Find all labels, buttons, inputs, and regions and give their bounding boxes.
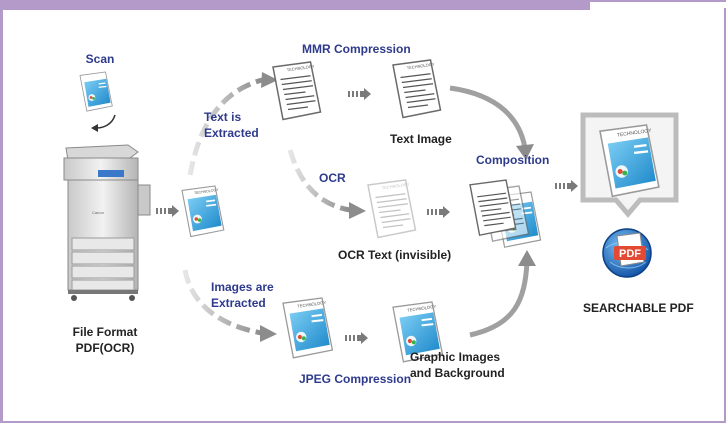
dotted-arrow-ocr [427,206,450,218]
technology-caption: TECHNOLOGY [406,61,435,70]
ocr-label: OCR [319,171,346,185]
dotted-arrow-mmr [348,88,371,100]
curve-to-ocr-head [349,202,366,219]
scan-down-arrow-head [91,124,98,132]
technology-caption: TECHNOLOGY [381,181,410,190]
text-extracted-label-2: Extracted [204,126,259,140]
searchable-pdf-label: SEARCHABLE PDF [583,301,694,315]
scanner-brand-text: Canon [92,210,104,215]
technology-caption: TECHNOLOGY [297,300,327,309]
text-image-document-icon: TECHNOLOGY [392,59,442,119]
technology-caption: TECHNOLOGY [286,63,315,72]
dotted-arrow-composition [555,180,578,192]
ocr-text-document-icon: TECHNOLOGY [367,179,417,239]
scan-document-icon [79,71,113,112]
curve-to-mmr [187,77,263,176]
graphic-image-document-icon: TECHNOLOGY [392,301,444,363]
bottom-frame-line [0,421,726,423]
searchable-pdf-frame: TECHNOLOGY [580,112,679,218]
dotted-arrow-scanner [156,205,179,217]
text-extracted-label-1: Text is [204,110,242,124]
curve-to-jpeg-head [260,325,277,342]
scanner-icon: Canon [63,144,151,301]
dotted-arrow-jpeg [345,332,368,344]
curve-text-to-composition-head [516,144,534,160]
jpeg-compression-label: JPEG Compression [299,372,412,386]
top-frame-line [590,0,726,2]
graphic-images-label-2: and Background [410,366,505,380]
curve-to-ocr [287,149,351,213]
technology-caption: TECHNOLOGY [407,304,437,313]
right-frame-line [724,8,726,423]
images-extracted-label-2: Extracted [211,296,266,310]
technology-caption: TECHNOLOGY [194,188,220,195]
top-frame-bar [0,0,590,10]
curve-to-mmr-head [261,72,278,88]
extracted-document-icon: TECHNOLOGY [181,185,225,238]
graphic-images-label-1: Graphic Images [410,350,501,364]
images-extracted-label-1: Images are [211,280,274,294]
curve-graphic-to-composition [469,261,530,338]
mmr-compression-label: MMR Compression [302,42,411,56]
text-image-label: Text Image [390,132,452,146]
pdf-badge-text: PDF [619,248,641,260]
curve-graphic-to-composition-head [518,250,536,266]
jpeg-document-icon: TECHNOLOGY [282,297,334,359]
composition-label: Composition [476,153,550,167]
file-format-label-1: File Format [72,325,138,339]
scan-down-arrow [95,114,116,129]
composition-stack-icon [469,179,542,249]
file-format-label-2: PDF(OCR) [75,341,135,355]
ocr-text-label: OCR Text (invisible) [338,248,452,262]
curve-text-to-composition [449,85,528,149]
mmr-text-document-icon: TECHNOLOGY [272,61,322,121]
technology-caption: TECHNOLOGY [617,128,653,139]
curve-to-jpeg [182,269,263,336]
pdf-globe-icon: PDF [602,228,652,278]
left-frame-line [0,8,3,423]
scan-label: Scan [85,52,115,66]
